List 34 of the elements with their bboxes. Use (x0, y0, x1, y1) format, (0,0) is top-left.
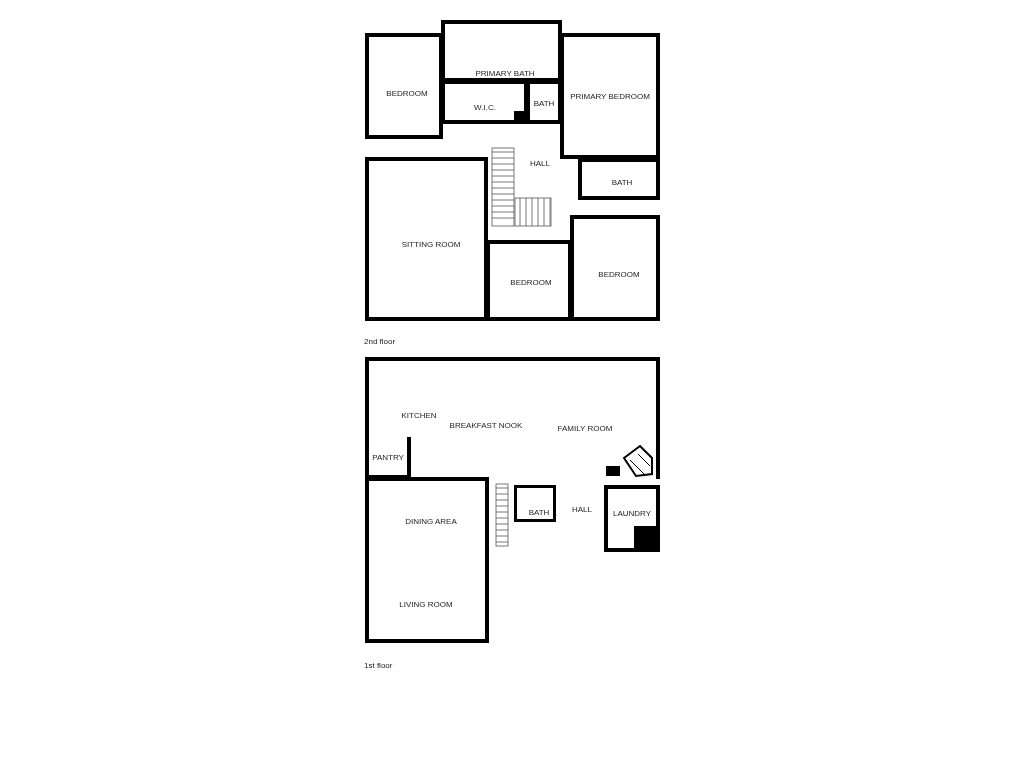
room-outline (514, 485, 556, 522)
room-label: DINING AREA (405, 518, 457, 526)
room-outline (570, 215, 660, 321)
room-label: PRIMARY BEDROOM (570, 93, 650, 101)
room-label: PANTRY (372, 454, 404, 462)
room-label: LIVING ROOM (399, 601, 453, 609)
room-label: SITTING ROOM (401, 241, 461, 249)
room-outline (365, 477, 489, 643)
room-outline (365, 157, 488, 321)
room-outline (486, 240, 572, 321)
room-label: W.I.C. (474, 104, 496, 112)
floor-label: 2nd floor (364, 338, 396, 346)
room-outline (365, 33, 443, 139)
room-label: BATH (533, 100, 555, 108)
room-outline (441, 20, 562, 82)
room-label: HALL (530, 160, 550, 168)
room-label: KITCHEN (401, 412, 437, 420)
floor-label: 1st floor (364, 662, 393, 670)
room-label: BATH (528, 509, 550, 517)
room-label: BEDROOM (598, 271, 640, 279)
room-outline (578, 158, 660, 200)
room-label: BEDROOM (386, 90, 428, 98)
room-outline (365, 357, 660, 479)
room-label: HALL (572, 506, 592, 514)
room-outline (526, 80, 562, 124)
room-label: PRIMARY BATH (475, 70, 535, 78)
room-outline (560, 33, 660, 159)
room-label: BREAKFAST NOOK (449, 422, 523, 430)
room-label: BATH (611, 179, 633, 187)
room-label: BEDROOM (510, 279, 552, 287)
room-outline (604, 485, 660, 552)
room-label: LAUNDRY (612, 510, 652, 518)
room-label: FAMILY ROOM (557, 425, 613, 433)
room-outline (441, 80, 528, 124)
